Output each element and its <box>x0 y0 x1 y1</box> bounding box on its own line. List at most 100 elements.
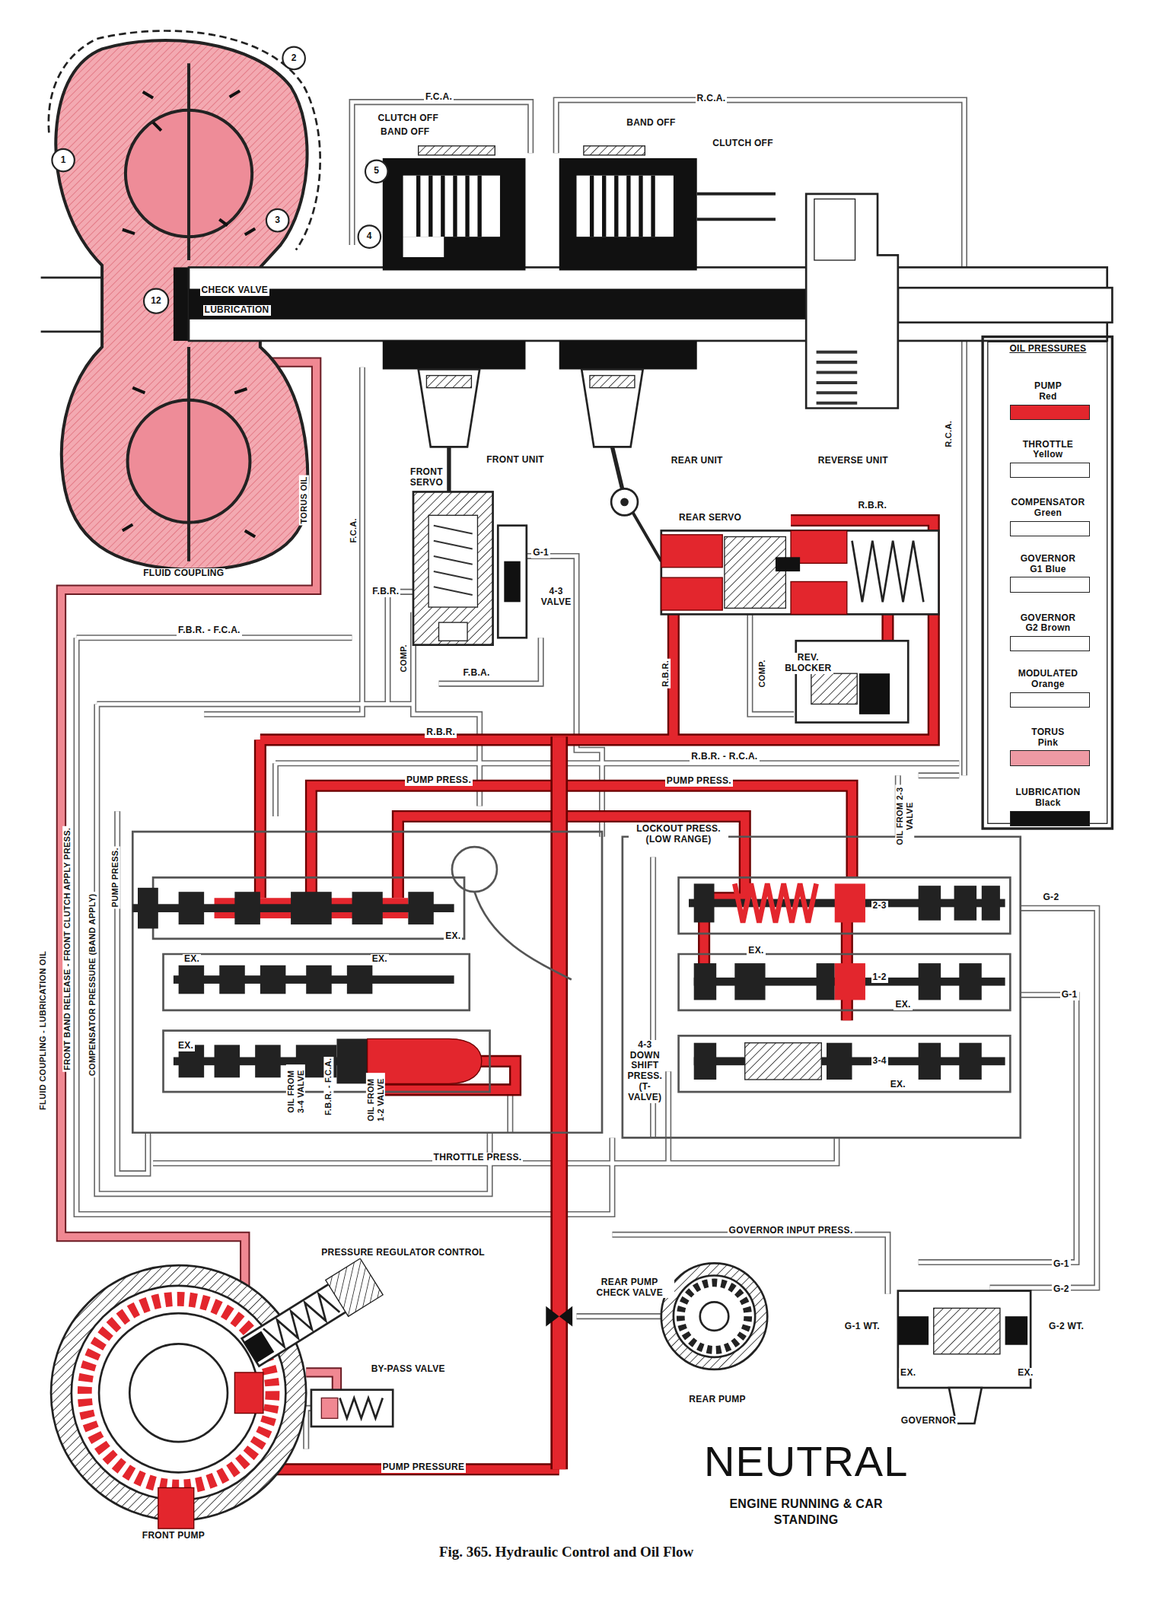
rear-unit-figure <box>697 194 776 220</box>
front-servo-figure <box>428 515 478 608</box>
valve-bodies <box>452 847 497 892</box>
part-label: CLUTCH OFF <box>710 138 775 150</box>
legend-frame <box>987 341 1108 824</box>
rear-servo-figure <box>724 536 786 609</box>
bands-and-levers <box>418 369 480 448</box>
reverse-unit-figure <box>816 352 858 404</box>
component-node: REAR PUMP <box>687 1395 748 1406</box>
part-label: G-1 <box>531 547 551 559</box>
part-label: 4-3 VALVE <box>539 586 574 609</box>
part-label: OIL FROM 1-2 VALVE <box>366 1073 386 1128</box>
front-pump-figure <box>234 1372 264 1415</box>
pressure-regulator-figure <box>238 1258 383 1371</box>
legend-swatch <box>1009 521 1090 537</box>
spool-valves <box>834 963 866 1001</box>
part-label: F.B.R. <box>370 586 401 598</box>
legend-swatch <box>1009 811 1090 827</box>
spool-valves <box>219 965 246 995</box>
part-label: F.C.A. <box>348 516 359 545</box>
rear-servo-figure <box>790 581 848 615</box>
pressure-regulator-figure <box>243 1331 274 1364</box>
rear-pump-figure <box>673 1275 755 1358</box>
component-name: REV. BLOCKER <box>783 653 833 675</box>
rear-unit-figure <box>559 340 698 370</box>
part-label: TORUS OIL <box>299 474 310 526</box>
part-label: COMP. <box>398 643 408 674</box>
part-label: BY-PASS VALVE <box>369 1364 447 1376</box>
callout-circles <box>51 149 74 173</box>
part-label: ENGINE RUNNING & CAR STANDING <box>707 1497 905 1530</box>
front-unit-figure <box>403 236 445 258</box>
component-node: FLUID COUPLING <box>141 568 226 580</box>
part-label: 1-2 <box>871 972 889 984</box>
fluid-coupling-figure <box>96 30 320 250</box>
rear-pump-figure <box>545 1306 573 1328</box>
spool-valves <box>347 965 373 995</box>
fluid-coupling-figure <box>187 347 191 562</box>
legend-swatch <box>1009 692 1090 708</box>
channel-outline <box>552 736 566 1470</box>
rear-servo-figure <box>661 535 723 568</box>
callout-circles <box>365 160 388 184</box>
part-label: EX. <box>898 1368 918 1380</box>
front-pump-figure <box>158 1487 195 1530</box>
part-label: CLUTCH OFF <box>375 113 440 125</box>
main-shaft <box>188 289 822 320</box>
bypass-valve-figure <box>311 1390 393 1428</box>
part-label: PRESSURE REGULATOR CONTROL <box>319 1248 487 1259</box>
spool-valves <box>336 1038 367 1084</box>
rear-pump-figure <box>700 1302 730 1332</box>
callout-circles <box>358 225 381 249</box>
valve-bodies <box>474 891 571 980</box>
part-label: EX. <box>182 954 201 966</box>
governor-figure <box>898 1291 1031 1424</box>
bands-and-levers <box>589 375 635 389</box>
bypass-valve-figure <box>321 1398 338 1419</box>
rear-servo-figure <box>775 557 800 572</box>
part-label: R.C.A. <box>944 419 955 450</box>
channel-outline <box>550 736 568 1470</box>
legend-swatch <box>1009 462 1090 478</box>
spool-valves <box>694 963 717 1001</box>
component-node: FRONT UNIT <box>484 455 546 466</box>
fluid-coupling-figure <box>48 38 98 133</box>
legend-swatch <box>1009 750 1090 766</box>
part-label: R.B.R. <box>424 727 457 739</box>
part-label: LOCKOUT PRESS. (LOW RANGE) <box>628 824 729 846</box>
part-label: 3-4 <box>871 1056 889 1068</box>
spool-valves <box>816 963 835 1001</box>
spool-valves <box>734 883 816 923</box>
component-name: FLUID COUPLING <box>141 568 226 580</box>
part-label: CHECK VALVE <box>200 285 271 297</box>
spool-valves <box>958 1043 982 1080</box>
rear-unit-figure <box>576 175 674 237</box>
rear-unit-figure <box>592 175 654 237</box>
front-pump-figure <box>129 1344 228 1443</box>
part-label: GOVERNOR INPUT PRESS. <box>727 1226 855 1237</box>
part-label: OIL FROM 3-4 VALVE <box>286 1065 306 1120</box>
valve-bodies <box>132 831 603 1134</box>
rev-blocker-figure <box>859 673 890 715</box>
legend-swatch <box>1009 576 1090 593</box>
part-label: G-2 <box>1051 1284 1071 1296</box>
pressure-regulator-figure <box>263 1290 340 1352</box>
part-label: G-1 <box>1051 1259 1071 1271</box>
part-label: F.B.A. <box>461 668 492 679</box>
component-node: REAR UNIT <box>669 455 725 467</box>
spool-valves <box>352 891 383 925</box>
front-unit-figure <box>382 340 526 370</box>
part-label: PUMP PRESS. <box>665 776 733 787</box>
legend-text: LUBRICATION Black <box>1013 787 1082 810</box>
spool-valves <box>694 1043 717 1080</box>
rear-unit-figure <box>583 146 645 156</box>
callout-number: 2 <box>291 53 297 64</box>
legend-text: COMPENSATOR Green <box>1009 497 1087 520</box>
bands-and-levers <box>611 488 638 516</box>
component-name: REVERSE UNIT <box>816 455 890 467</box>
part-label: EX. <box>443 931 462 943</box>
component-node: FRONT SERVO <box>408 467 445 489</box>
front-pump-figure <box>71 1286 287 1501</box>
component-name: GOVERNOR <box>899 1416 958 1428</box>
